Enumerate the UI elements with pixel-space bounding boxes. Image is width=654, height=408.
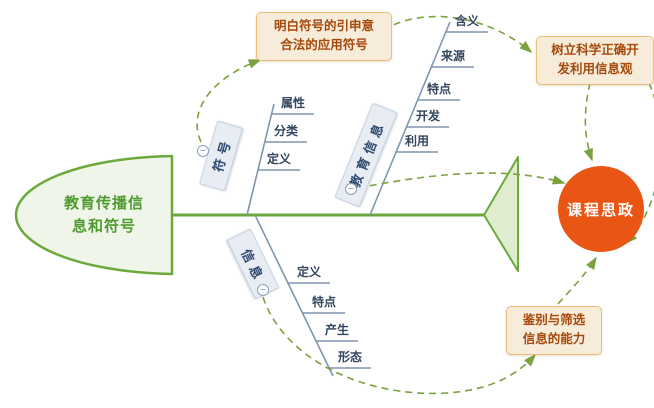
subtopic-fuhao-shuxing[interactable]: 属性 bbox=[280, 96, 305, 110]
fish-tail-shape bbox=[483, 156, 519, 272]
subtopic-jyxx-hanyi[interactable]: 含义 bbox=[454, 14, 479, 28]
subtopic-jyxx-laiyuan[interactable]: 来源 bbox=[440, 49, 465, 63]
arrow-jiaoyuxinxi-to-circle bbox=[357, 172, 566, 189]
callout-line: 明白符号的引申意 bbox=[273, 19, 374, 33]
callout-information-view-goal[interactable]: 树立科学正确开 发利用信息观 bbox=[536, 36, 654, 85]
center-topic-label: 课程思政 bbox=[566, 201, 635, 219]
subtopic-xinxi-chansheng[interactable]: 产生 bbox=[324, 323, 349, 337]
branch-line-xinxi bbox=[254, 214, 334, 377]
subtopic-xinxi-xingtai[interactable]: 形态 bbox=[337, 350, 362, 364]
arrow-xinxi-to-callout3 bbox=[262, 296, 537, 395]
callout-line: 树立科学正确开 bbox=[551, 43, 639, 57]
subtopic-xinxi-tedian[interactable]: 特点 bbox=[311, 295, 336, 309]
subtopic-fuhao-dingyi[interactable]: 定义 bbox=[266, 152, 291, 166]
callout-screening-ability-goal[interactable]: 鉴别与筛选 信息的能力 bbox=[506, 306, 602, 355]
callout-line: 合法的应用符号 bbox=[280, 38, 368, 53]
arrow-fuhao-to-callout1 bbox=[196, 59, 262, 143]
callout-fuhao-goal[interactable]: 明白符号的引申意 合法的应用符号 bbox=[256, 12, 392, 61]
subtopic-jyxx-liyong[interactable]: 利用 bbox=[404, 134, 429, 148]
subtopic-jyxx-tedian[interactable]: 特点 bbox=[426, 82, 451, 96]
callout-line: 鉴别与筛选 bbox=[522, 313, 586, 327]
callout-line: 发利用信息观 bbox=[557, 62, 633, 77]
center-topic-circle[interactable]: 课程思政 bbox=[558, 166, 644, 252]
subtopic-fuhao-fenlei[interactable]: 分类 bbox=[273, 124, 298, 138]
subtopic-jyxx-kaifa[interactable]: 开发 bbox=[415, 109, 440, 123]
collapse-icon-xinxi[interactable]: − bbox=[257, 284, 269, 296]
arrow-callout2-to-circle bbox=[583, 82, 593, 162]
subtopic-xinxi-dingyi[interactable]: 定义 bbox=[296, 265, 321, 279]
callout-line: 信息的能力 bbox=[522, 332, 586, 347]
fish-head-shape[interactable] bbox=[14, 154, 174, 276]
arrow-callout3-to-circle bbox=[557, 256, 597, 305]
collapse-icon-fuhao[interactable]: − bbox=[197, 145, 209, 157]
head-topic-label[interactable]: 教育传播信息和符号 bbox=[63, 195, 144, 235]
arrow-top-to-callout2 bbox=[382, 15, 533, 54]
branch-line-fuhao bbox=[246, 103, 275, 216]
collapse-icon-jiaoyuxinxi[interactable]: − bbox=[345, 183, 357, 195]
